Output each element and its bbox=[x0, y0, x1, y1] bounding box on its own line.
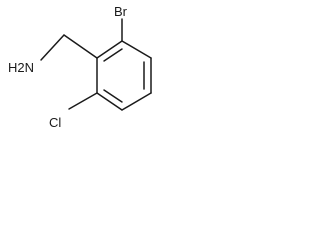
bond-nh2-ch2 bbox=[40, 34, 65, 61]
ring-bond-c5-c6 bbox=[96, 92, 123, 111]
chemical-structure-drawing: H2N Br Cl bbox=[8, 4, 152, 130]
bond-ring-cl bbox=[68, 92, 98, 110]
bromine-label: Br bbox=[114, 4, 128, 19]
ring-bond-c1-c2 bbox=[96, 40, 123, 59]
amine-label: H2N bbox=[8, 60, 34, 75]
ring-bond-c2-c3 bbox=[121, 40, 152, 59]
bond-ch2-ring bbox=[63, 34, 98, 59]
ring-bond-c4-c5 bbox=[121, 92, 152, 111]
atom-labels: H2N Br Cl bbox=[8, 4, 128, 130]
ring-double-bond-c5-c6-inner bbox=[103, 89, 123, 103]
bonds bbox=[40, 18, 152, 111]
chlorine-label: Cl bbox=[49, 115, 61, 130]
ring-double-bond-c1-c2-inner bbox=[103, 48, 123, 62]
